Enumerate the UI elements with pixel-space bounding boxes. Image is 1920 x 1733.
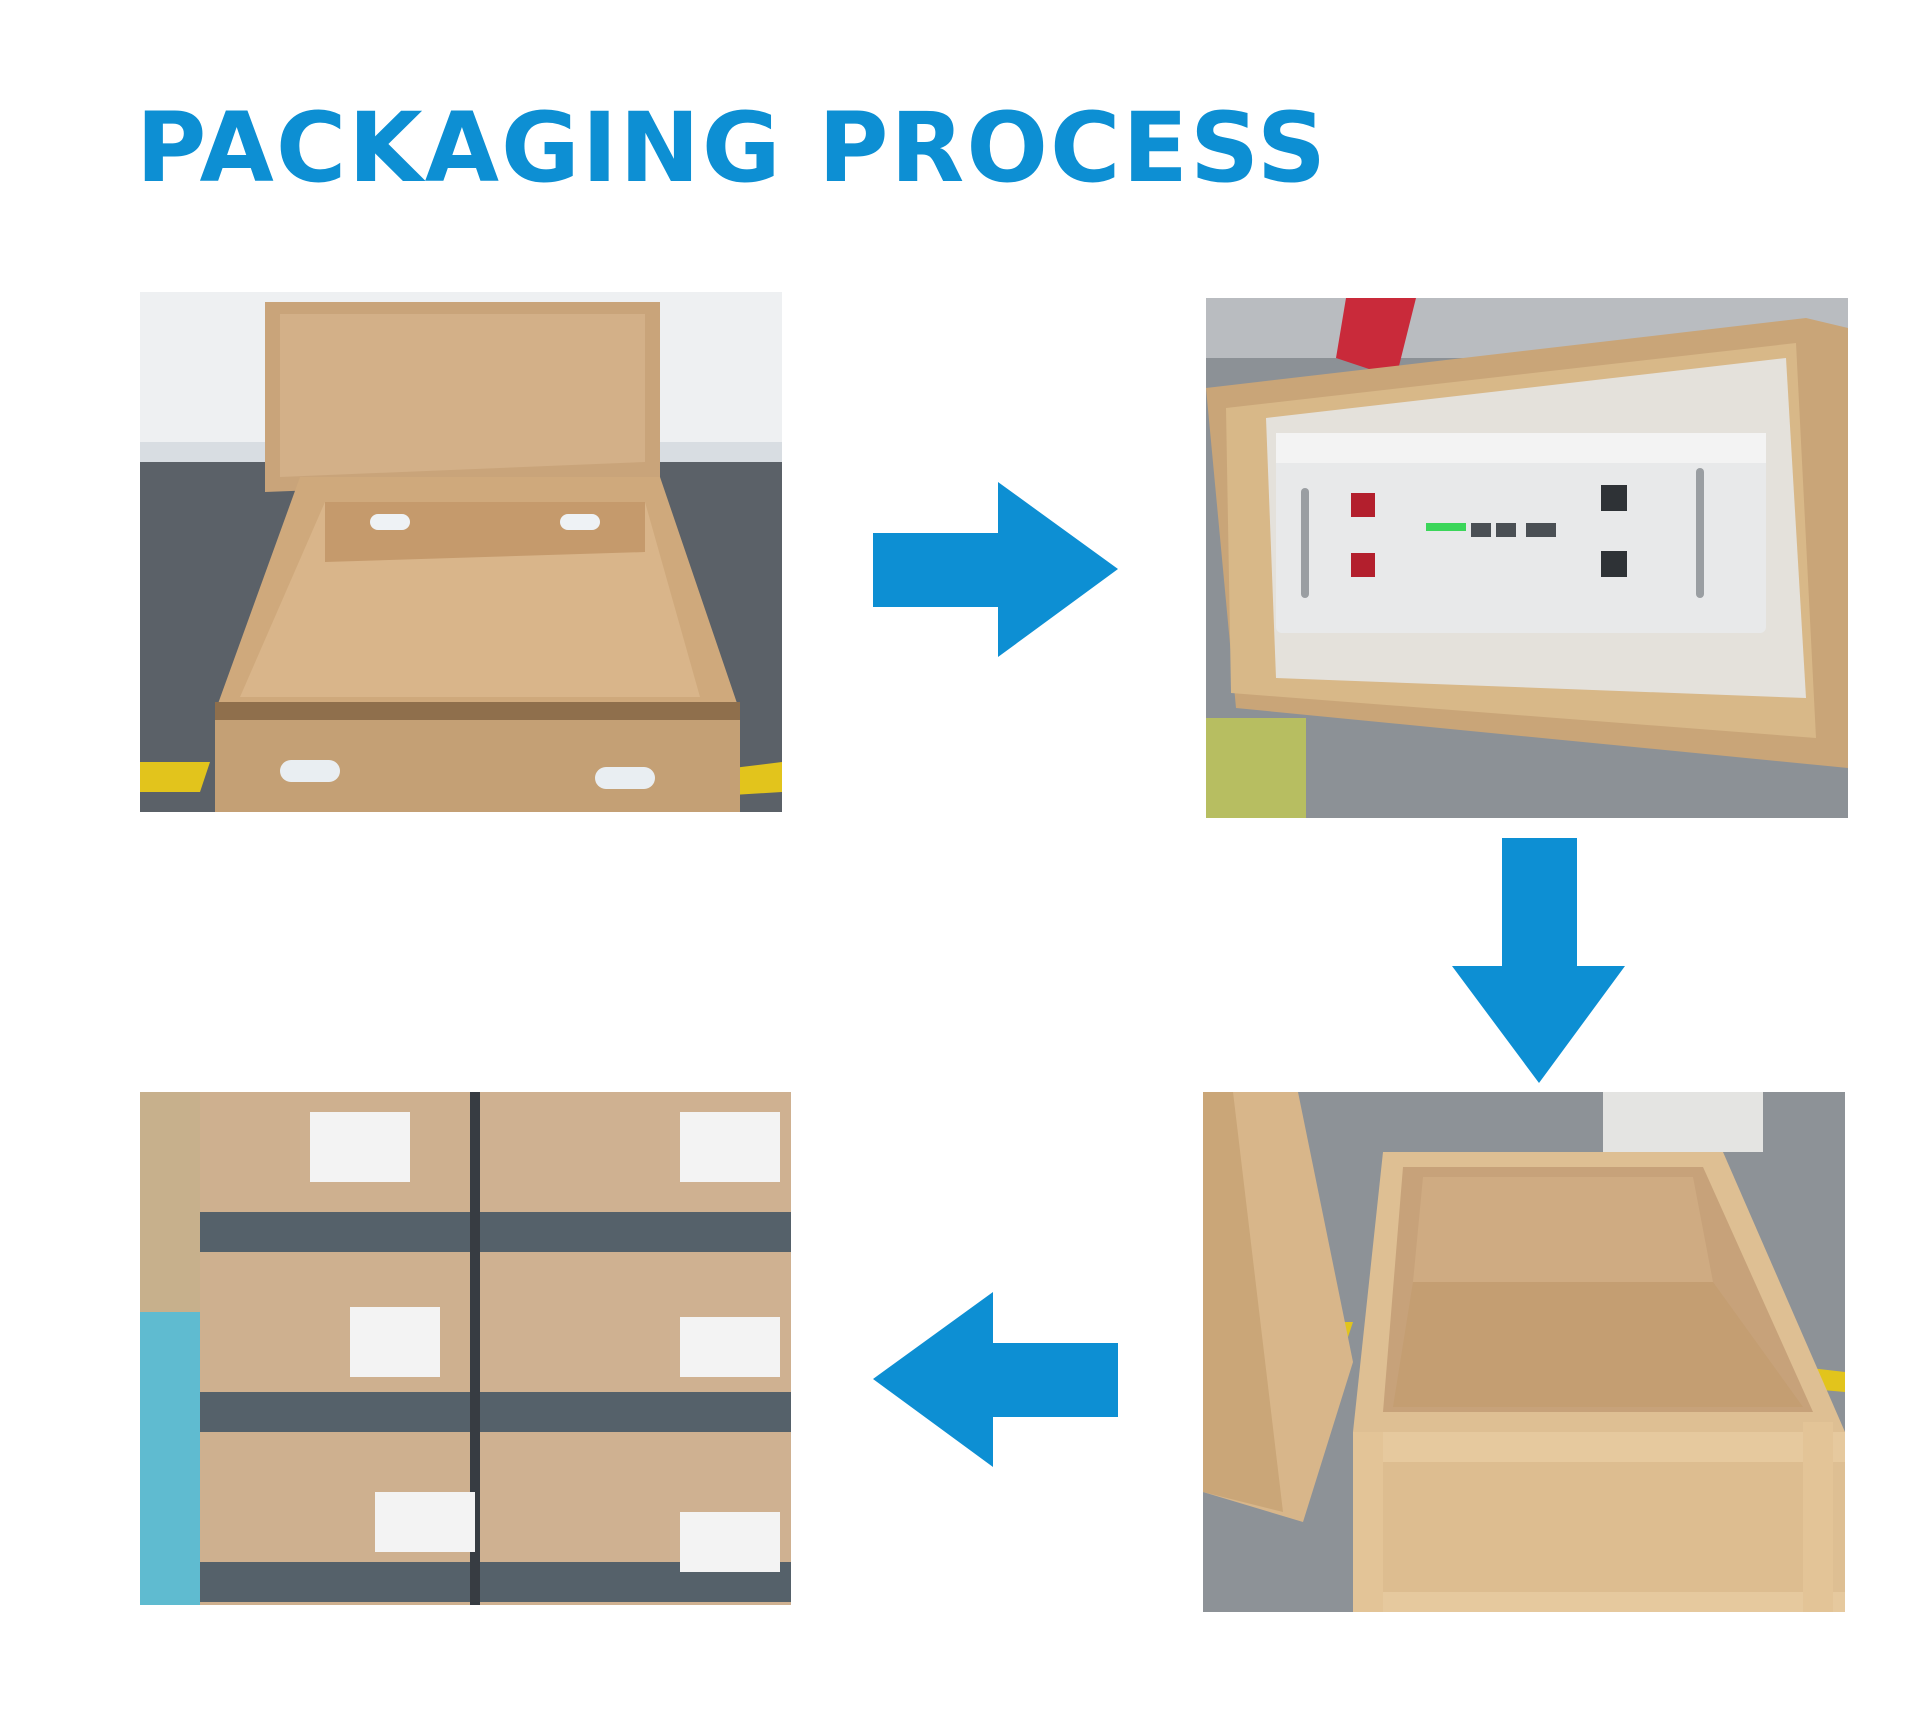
photo-wooden-crate [1203,1092,1845,1612]
photo-stacked-crates [140,1092,791,1605]
arrow-down-icon [1452,838,1625,1083]
photo-battery-in-box [1206,298,1848,818]
arrow-right-icon [873,482,1118,657]
arrow-left-icon [873,1292,1118,1467]
page-title: PACKAGING PROCESS [136,92,1328,204]
photo-empty-cardboard-box [140,292,782,812]
